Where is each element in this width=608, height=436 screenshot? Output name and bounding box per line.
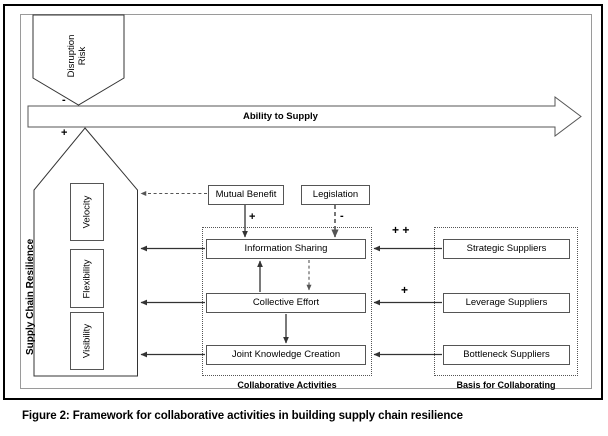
joint-knowledge-creation-label: Joint Knowledge Creation (231, 349, 341, 361)
information-sharing-label: Information Sharing (244, 243, 328, 255)
supply-chain-resilience-label: Supply Chain Resilience (25, 238, 36, 355)
mutual-benefit-box: Mutual Benefit (208, 185, 284, 205)
flexibility-box: Flexibility (70, 249, 104, 308)
disruption-risk-label: Disruption Risk (66, 35, 89, 78)
legislation-box: Legislation (301, 185, 370, 205)
disruption-risk-shape (32, 14, 125, 106)
strategic-suppliers-label: Strategic Suppliers (466, 243, 547, 255)
sign-legislation-to-information-sharing: - (340, 210, 344, 222)
leverage-suppliers-box: Leverage Suppliers (443, 293, 570, 313)
figure-caption: Figure 2: Framework for collaborative ac… (22, 410, 463, 422)
sign-mutual-benefit-to-information-sharing: + (249, 211, 256, 223)
collective-effort-box: Collective Effort (206, 293, 366, 313)
disruption-risk-label-line2: Risk (77, 46, 88, 66)
bottleneck-suppliers-box: Bottleneck Suppliers (443, 345, 570, 365)
basis-for-collaborating-group (434, 227, 578, 376)
sign-disruption-to-supply: - (62, 94, 66, 106)
velocity-label: Velocity (81, 195, 93, 229)
legislation-label: Legislation (312, 189, 359, 201)
collective-effort-label: Collective Effort (252, 297, 320, 309)
visibility-box: Visibility (70, 312, 104, 370)
leverage-suppliers-label: Leverage Suppliers (465, 297, 548, 309)
collaborative-activities-label: Collaborative Activities (237, 380, 337, 390)
collaborative-activities-group (202, 227, 372, 376)
sign-resilience-to-supply: + (61, 127, 68, 139)
velocity-box: Velocity (70, 183, 104, 241)
ability-to-supply-arrow (27, 96, 582, 137)
joint-knowledge-creation-box: Joint Knowledge Creation (206, 345, 366, 365)
basis-for-collaborating-label: Basis for Collaborating (456, 380, 556, 390)
ability-to-supply-label: Ability to Supply (243, 111, 318, 122)
sign-strategic-suppliers-to-information-sharing: + + (392, 223, 410, 237)
flexibility-label: Flexibility (81, 258, 93, 299)
information-sharing-box: Information Sharing (206, 239, 366, 259)
sign-leverage-suppliers-to-collective-effort: + (401, 283, 409, 297)
bottleneck-suppliers-label: Bottleneck Suppliers (463, 349, 550, 361)
visibility-label: Visibility (81, 323, 93, 359)
strategic-suppliers-box: Strategic Suppliers (443, 239, 570, 259)
mutual-benefit-label: Mutual Benefit (215, 189, 277, 201)
